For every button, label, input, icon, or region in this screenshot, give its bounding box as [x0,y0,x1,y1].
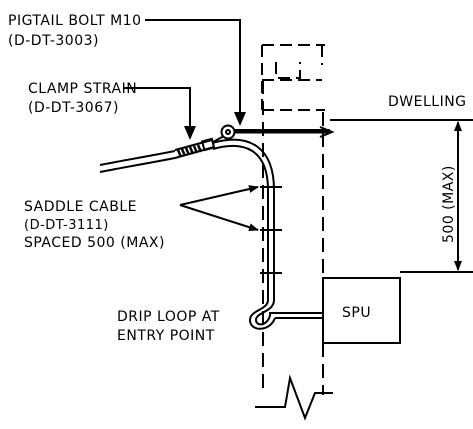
saddle-spacing: SPACED 500 (MAX) [24,235,165,251]
drip-loop-line1: DRIP LOOP AT [117,309,220,325]
service-cable [99,135,323,330]
saddle-marks [260,186,282,274]
leader-lines [123,19,259,232]
dwelling-wall [262,80,324,395]
pigtail-bolt [220,124,335,140]
spu-label: SPU [342,305,371,321]
clamp-ref: (D-DT-3067) [28,100,119,116]
dimension-label: 500 (MAX) [441,165,457,243]
saddle-ref: (D-DT-3111) [24,218,109,233]
dimension-line [330,119,473,273]
pigtail-title: PIGTAIL BOLT M10 [8,13,142,29]
break-symbol [255,374,333,421]
clamp-arrowhead [184,126,196,140]
spu-box [322,277,401,344]
pigtail-ref: (D-DT-3003) [8,33,99,49]
clamp-title: CLAMP STRAIN [28,81,137,97]
pigtail-arrowhead [234,112,246,126]
dwelling-label: DWELLING [388,94,467,110]
roof-eave-outline [261,44,325,111]
drip-loop-line2: ENTRY POINT [117,328,215,344]
saddle-title: SADDLE CABLE [24,199,137,215]
